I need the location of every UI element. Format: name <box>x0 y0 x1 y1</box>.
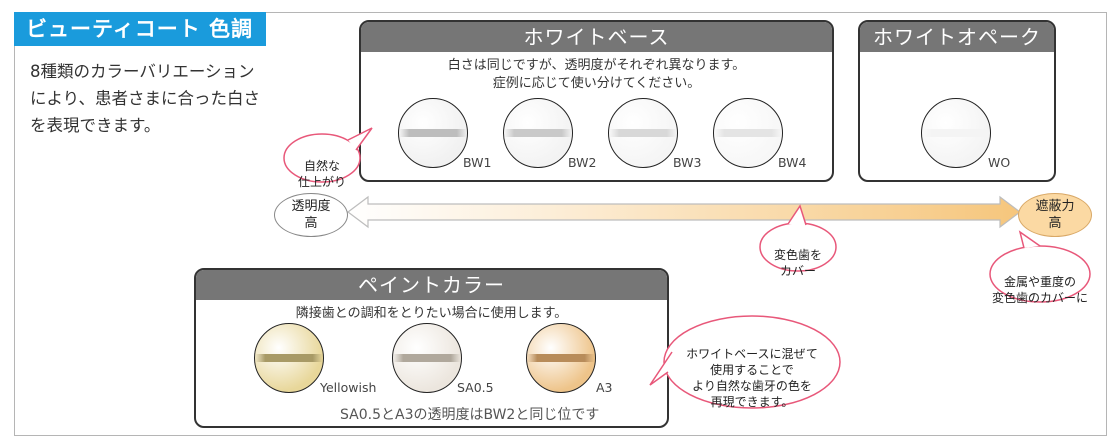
callout-discolor-line1: 変色歯を <box>773 248 822 262</box>
callout-natural-text: 自然な仕上がり <box>284 142 360 190</box>
swatch-wo-label: WO <box>988 155 1011 170</box>
callout-mix-line3: より自然な歯牙の色を <box>692 379 812 393</box>
callout-natural-line1: 自然な <box>303 159 340 173</box>
intro-text: 8種類のカラーバリエーションにより、患者さまに合った白さを表現できます。 <box>30 62 261 135</box>
callout-discolor-line2: カバー <box>779 264 816 278</box>
transparency-label-line1: 透明度 <box>291 199 331 214</box>
callout-metal-text: 金属や重度の変色歯のカバーに <box>990 258 1090 306</box>
callout-mix-line2: 使用することで <box>710 363 794 377</box>
swatch-bw4-label: BW4 <box>778 155 807 170</box>
paint-color-note: SA0.5とA3の透明度はBW2と同じ位です <box>340 407 600 423</box>
swatch-yellowish-band <box>255 354 323 362</box>
swatch-bw4-band <box>714 129 782 137</box>
white-base-heading: ホワイトベース <box>361 22 832 52</box>
swatch-bw2-label: BW2 <box>568 155 597 170</box>
swatch-bw2-band <box>504 129 572 137</box>
swatch-bw1-label: BW1 <box>463 155 492 170</box>
opacity-high-label: 遮蔽力高 <box>1018 193 1092 237</box>
swatch-sa05 <box>392 323 462 393</box>
swatch-sa05-label: SA0.5 <box>457 380 494 395</box>
swatch-sa05-band <box>393 354 461 362</box>
swatch-bw3-label: BW3 <box>673 155 702 170</box>
white-base-subtitle-2: 症例に応じて使い分けてください。 <box>492 76 701 91</box>
callout-mix-text: ホワイトベースに混ぜて使用することでより自然な歯牙の色を再現できます。 <box>670 330 834 410</box>
transparency-high-label: 透明度高 <box>274 193 348 237</box>
opacity-label-line1: 遮蔽力 <box>1035 199 1075 214</box>
swatch-a3 <box>526 323 596 393</box>
swatch-a3-band <box>527 354 595 362</box>
swatch-bw4 <box>713 98 783 168</box>
swatch-wo-band <box>922 129 990 137</box>
swatch-a3-label: A3 <box>596 380 613 395</box>
swatch-bw1-band <box>399 129 467 137</box>
swatch-yellowish <box>254 323 324 393</box>
swatch-bw1 <box>398 98 468 168</box>
swatch-yellowish-label: Yellowish <box>320 380 377 395</box>
swatch-bw2 <box>503 98 573 168</box>
paint-color-subtitle: 隣接歯との調和をとりたい場合に使用します。 <box>295 306 568 321</box>
callout-natural-line2: 仕上がり <box>297 175 346 189</box>
callout-discolor-text: 変色歯をカバー <box>760 231 836 279</box>
transparency-label-line2: 高 <box>304 216 318 231</box>
callout-metal-line1: 金属や重度の <box>1003 275 1076 289</box>
swatch-bw3-band <box>609 129 677 137</box>
swatch-bw3 <box>608 98 678 168</box>
swatch-wo <box>921 98 991 168</box>
opacity-label-line2: 高 <box>1048 216 1062 231</box>
page-title: ビューティコート 色調表 <box>14 12 266 75</box>
callout-mix-line4: 再現できます。 <box>710 395 794 409</box>
paint-color-heading: ペイントカラー <box>196 270 667 300</box>
white-opaque-heading: ホワイトオペーク <box>860 22 1054 52</box>
callout-metal-line2: 変色歯のカバーに <box>991 291 1088 305</box>
callout-mix-line1: ホワイトベースに混ぜて <box>686 347 818 361</box>
white-base-subtitle-1: 白さは同じですが、透明度がそれぞれ異なります。 <box>447 58 746 73</box>
opacity-scale-arrow <box>347 195 1021 229</box>
